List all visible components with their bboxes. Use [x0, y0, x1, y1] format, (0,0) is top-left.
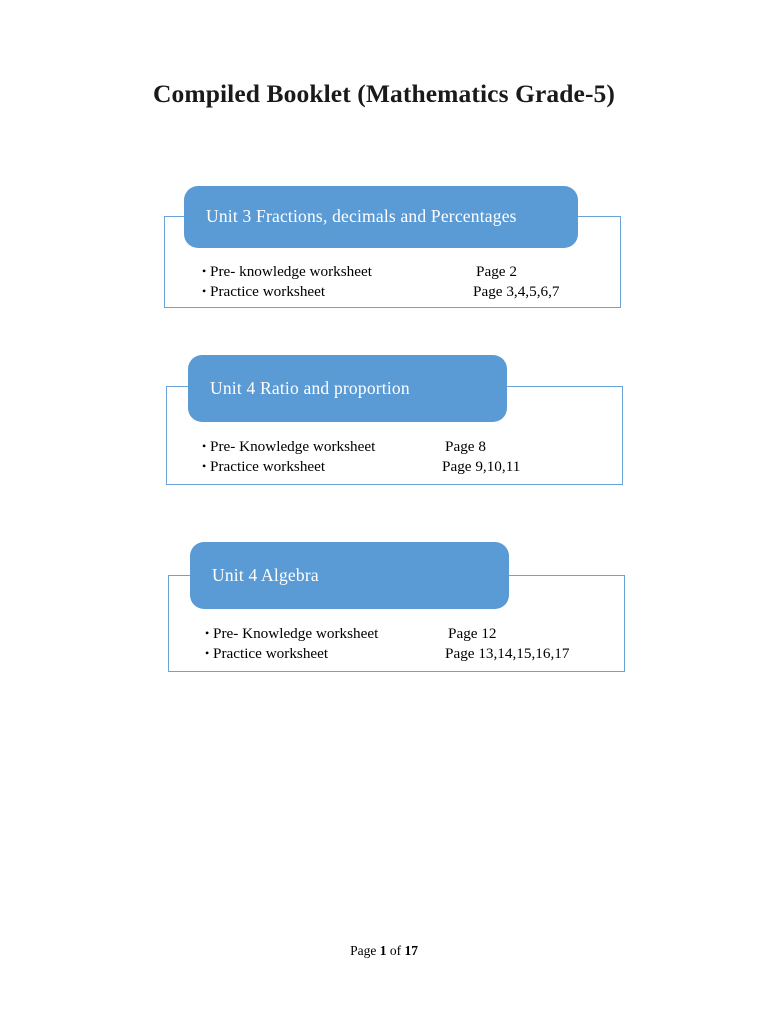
worksheet-label: Pre- Knowledge worksheet — [210, 438, 376, 455]
list-item: • Practice worksheet Page 9,10,11 — [202, 457, 612, 477]
footer-total-pages: 17 — [404, 943, 418, 958]
worksheet-pages: Page 8 — [445, 438, 486, 455]
worksheet-list-1: • Pre- knowledge worksheet Page 2 • Prac… — [202, 262, 612, 301]
list-item: • Pre- Knowledge worksheet Page 12 — [205, 624, 625, 644]
worksheet-pages: Page 13,14,15,16,17 — [445, 644, 570, 662]
list-item: • Practice worksheet Page 13,14,15,16,17 — [205, 644, 625, 664]
worksheet-list-2: • Pre- Knowledge worksheet Page 8 • Prac… — [202, 437, 612, 476]
bullet-icon: • — [202, 458, 207, 473]
worksheet-pages: Page 3,4,5,6,7 — [473, 282, 560, 300]
bullet-icon: • — [202, 283, 207, 298]
unit-header-3[interactable]: Unit 4 Algebra — [190, 542, 509, 609]
worksheet-label: Pre- knowledge worksheet — [210, 263, 372, 280]
footer-current-page: 1 — [379, 943, 387, 958]
bullet-icon: • — [205, 645, 210, 660]
footer-middle: of — [386, 943, 405, 958]
worksheet-list-3: • Pre- Knowledge worksheet Page 12 • Pra… — [205, 624, 625, 663]
unit-header-1[interactable]: Unit 3 Fractions, decimals and Percentag… — [184, 186, 578, 248]
worksheet-label: Practice worksheet — [210, 282, 326, 300]
unit-header-2[interactable]: Unit 4 Ratio and proportion — [188, 355, 507, 422]
list-item: • Practice worksheet Page 3,4,5,6,7 — [202, 282, 612, 302]
worksheet-label: Practice worksheet — [210, 457, 326, 475]
worksheet-pages: Page 9,10,11 — [442, 457, 521, 475]
footer-prefix: Page — [350, 943, 380, 958]
page-title: Compiled Booklet (Mathematics Grade-5) — [152, 79, 615, 108]
worksheet-pages: Page 2 — [476, 263, 517, 280]
list-item: • Pre- knowledge worksheet Page 2 — [202, 262, 612, 282]
unit-header-label-2: Unit 4 Ratio and proportion — [210, 377, 410, 398]
bullet-icon: • — [202, 264, 207, 278]
worksheet-label: Practice worksheet — [213, 644, 329, 662]
list-item: • Pre- Knowledge worksheet Page 8 — [202, 437, 612, 457]
unit-header-label-3: Unit 4 Algebra — [212, 564, 319, 585]
page-footer: Page 1 of 17 — [0, 943, 768, 959]
worksheet-label: Pre- Knowledge worksheet — [213, 625, 379, 642]
worksheet-pages: Page 12 — [448, 625, 497, 642]
unit-header-label-1: Unit 3 Fractions, decimals and Percentag… — [206, 206, 517, 227]
bullet-icon: • — [202, 439, 207, 453]
bullet-icon: • — [205, 626, 210, 640]
